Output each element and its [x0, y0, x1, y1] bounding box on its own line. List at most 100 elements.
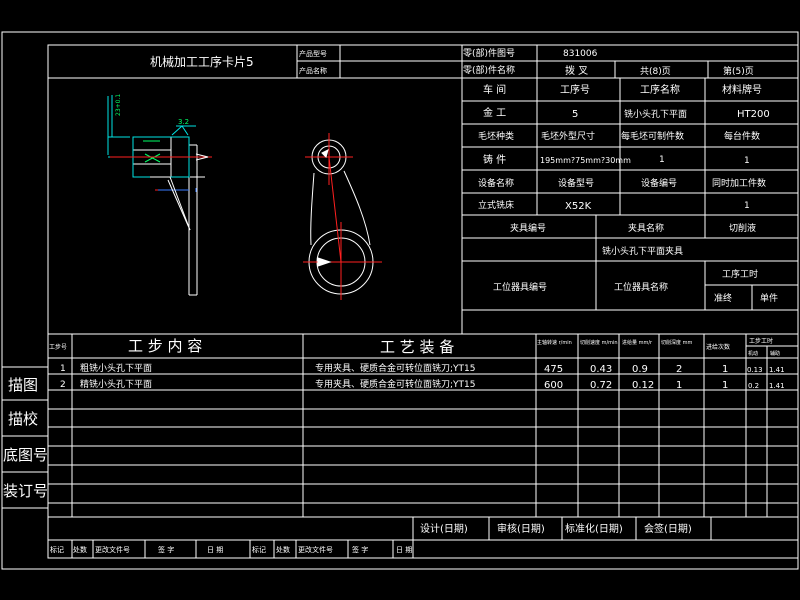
- dim-roughness: 3.2: [178, 118, 189, 126]
- step-no: 1: [60, 364, 66, 374]
- card-title: 机械加工工序卡片5: [150, 54, 254, 69]
- process-name-value: 铣小头孔下平面: [624, 108, 687, 120]
- part-drawing-no-label: 零(部)件图号: [463, 47, 515, 59]
- product-model-label: 产品型号: [299, 49, 327, 58]
- step-equipment: 专用夹具、硬质合金可转位面铣刀;YT15: [315, 362, 475, 374]
- footer-doc-no-2: 更改文件号: [298, 545, 333, 554]
- col-time-aux: 辅助: [770, 350, 780, 357]
- part-name: 拨 叉: [565, 64, 588, 77]
- parts-per-blank-value: 1: [659, 155, 665, 165]
- col-time-machine: 机动: [748, 350, 758, 357]
- step-passes: 1: [722, 380, 728, 391]
- station-tool-no-label: 工位器具编号: [493, 281, 547, 293]
- step-time-aux: 1.41: [769, 382, 785, 390]
- footer-date: 日 期: [207, 546, 223, 554]
- footer-mark: 标记: [50, 545, 64, 554]
- step-spindle-speed: 475: [544, 364, 563, 375]
- step-equipment: 专用夹具、硬质合金可转位面铣刀;YT15: [315, 378, 475, 390]
- step-spindle-speed: 600: [544, 380, 563, 391]
- step-passes: 1: [722, 364, 728, 375]
- inner-border: [47, 44, 799, 559]
- blank-type-label: 毛坯种类: [478, 130, 514, 142]
- workshop-value: 金 工: [483, 106, 506, 119]
- footer-date-2: 日 期: [396, 546, 412, 554]
- fixture-name-label: 夹具名称: [628, 222, 664, 234]
- col-equipment: 工 艺 装 备: [380, 338, 454, 356]
- total-pages: 共(8)页: [640, 66, 671, 77]
- part-front-view: [303, 133, 382, 300]
- step-feed: 0.9: [632, 364, 648, 375]
- footer-mark-2: 标记: [252, 545, 266, 554]
- process-no-label: 工序号: [560, 83, 590, 96]
- signoff-grid: [48, 517, 798, 558]
- fixture-name-value: 铣小头孔下平面夹具: [602, 245, 683, 257]
- col-spindle-speed: 主轴转速 r/min: [537, 339, 572, 346]
- step-feed: 0.12: [632, 380, 654, 391]
- signoff-review: 审核(日期): [497, 522, 545, 535]
- fixture-no-label: 夹具编号: [510, 222, 546, 234]
- steps-table-grid: [48, 333, 798, 518]
- step-cutting-speed: 0.72: [590, 380, 612, 391]
- frame: [1, 31, 799, 570]
- footer-count: 处数: [73, 545, 87, 554]
- step-time-machine: 0.13: [747, 366, 763, 374]
- material-value: HT200: [737, 109, 770, 120]
- equip-no-label: 设备编号: [641, 177, 677, 189]
- footer-count-2: 处数: [276, 545, 290, 554]
- signoff-standard: 标准化(日期): [565, 522, 623, 535]
- signoff-design: 设计(日期): [420, 522, 468, 535]
- process-time-label: 工序工时: [722, 268, 758, 280]
- col-cutting-speed: 切削速度 m/min: [580, 339, 618, 346]
- process-name-label: 工序名称: [640, 83, 680, 96]
- blank-type-value: 铸 件: [483, 153, 506, 166]
- step-cutting-speed: 0.43: [590, 364, 612, 375]
- part-drawing-no: 831006: [563, 49, 598, 59]
- step-content: 粗铣小头孔下平面: [80, 362, 152, 374]
- equip-name-label: 设备名称: [478, 177, 514, 189]
- step-content: 精铣小头孔下平面: [80, 378, 152, 390]
- coolant-label: 切削液: [729, 222, 756, 234]
- process-no-value: 5: [572, 109, 578, 120]
- station-tool-name-label: 工位器具名称: [614, 281, 668, 293]
- part-side-view: 23+0.1 3.2: [107, 94, 212, 296]
- parts-per-unit-label: 每台件数: [724, 130, 760, 142]
- equip-model-value: X52K: [565, 201, 592, 212]
- table-row: 1 粗铣小头孔下平面 专用夹具、硬质合金可转位面铣刀;YT15 475 0.43…: [60, 362, 785, 375]
- footer-signature: 签 字: [158, 545, 174, 554]
- dim-vertical: 23+0.1: [115, 94, 122, 116]
- product-name-label: 产品名称: [299, 66, 327, 75]
- parts-per-blank-label: 每毛坯可制件数: [621, 130, 684, 142]
- unit-time-label: 单件: [760, 292, 778, 304]
- blank-size-label: 毛坯外型尺寸: [541, 130, 595, 142]
- equip-name-value: 立式铣床: [478, 199, 514, 211]
- page-number: 第(5)页: [723, 65, 754, 77]
- col-feed: 进给量 mm/r: [622, 339, 653, 346]
- prep-time-label: 准终: [714, 292, 732, 304]
- col-step-no: 工步号: [49, 343, 67, 351]
- equip-model-label: 设备型号: [558, 177, 594, 189]
- col-passes: 进给次数: [706, 343, 730, 351]
- side-label-binding-no: 装订号: [3, 482, 48, 500]
- info-grid: [462, 78, 798, 311]
- material-label: 材料牌号: [722, 83, 762, 96]
- footer-doc-no: 更改文件号: [95, 545, 130, 554]
- side-label-check: 描校: [8, 410, 38, 428]
- step-no: 2: [60, 380, 66, 390]
- step-depth: 1: [676, 380, 682, 391]
- side-label-trace: 描图: [8, 376, 38, 394]
- signoff-sign: 会签(日期): [644, 522, 692, 535]
- step-time-aux: 1.41: [769, 366, 785, 374]
- table-row: 2 精铣小头孔下平面 专用夹具、硬质合金可转位面铣刀;YT15 600 0.72…: [60, 378, 785, 391]
- workshop-label: 车 间: [483, 83, 506, 96]
- footer-signature-2: 签 字: [352, 545, 368, 554]
- blank-size-value: 195mm?75mm?30mm: [540, 156, 631, 165]
- col-step-time: 工步工时: [749, 337, 773, 345]
- simul-parts-label: 同时加工件数: [712, 177, 766, 189]
- part-name-label: 零(部)件名称: [463, 64, 515, 76]
- side-label-base-no: 底图号: [3, 446, 48, 464]
- step-time-machine: 0.2: [748, 382, 759, 390]
- col-depth: 切削深度 mm: [661, 339, 692, 346]
- col-step-content: 工 步 内 容: [128, 337, 202, 355]
- step-depth: 2: [676, 364, 682, 375]
